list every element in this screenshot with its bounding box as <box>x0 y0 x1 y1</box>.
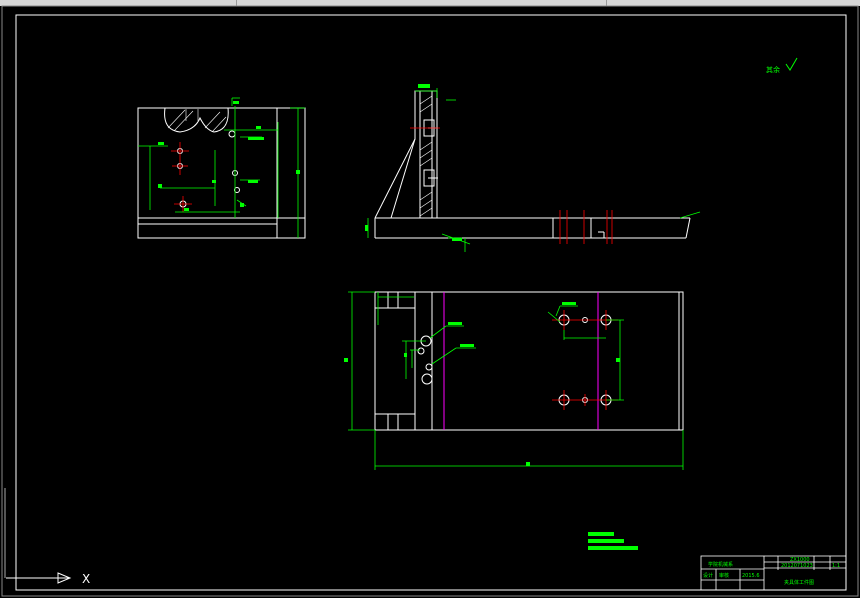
front-view-centerlines <box>410 127 613 244</box>
top-view-dim-text <box>344 302 620 466</box>
svg-text:学院机械系: 学院机械系 <box>708 561 733 568</box>
title-block[interactable] <box>700 555 847 591</box>
toolbar-segment[interactable] <box>0 0 237 6</box>
svg-text:2012071023: 2012071023 <box>781 563 813 569</box>
svg-text:2015.6: 2015.6 <box>742 573 760 579</box>
front-view-dim-text <box>365 84 462 241</box>
svg-text:设计: 设计 <box>703 572 713 579</box>
front-view-dimensions <box>367 88 701 252</box>
front-view-hatch <box>419 95 433 217</box>
ucs-arrow-icon <box>4 488 72 584</box>
svg-text:夹具体工件图: 夹具体工件图 <box>784 579 814 586</box>
svg-text:其余: 其余 <box>766 65 780 74</box>
side-view[interactable] <box>137 107 306 239</box>
roughness-check-icon <box>785 57 798 71</box>
top-view-construction <box>443 292 599 430</box>
top-view[interactable] <box>374 291 684 431</box>
svg-text:ZX1000: ZX1000 <box>790 557 810 563</box>
svg-text:审核: 审核 <box>719 572 729 579</box>
top-view-dimensions <box>348 291 684 470</box>
roughness-note: 其余 <box>766 57 798 74</box>
x-axis-label: X <box>82 572 90 586</box>
side-view-dim-text <box>158 101 300 211</box>
title-block-text: 学院机械系 ZX1000 2012071023 设计 审核 2015.6 1:1… <box>703 557 840 586</box>
hatch-pattern <box>167 109 227 133</box>
window-top-bar <box>0 0 860 6</box>
toolbar-segment[interactable] <box>236 0 607 6</box>
side-view-dimensions <box>138 97 305 238</box>
technical-requirements <box>588 532 638 550</box>
drawing-frame <box>1 5 859 597</box>
svg-text:1:1: 1:1 <box>832 563 840 569</box>
front-view[interactable] <box>374 90 691 239</box>
side-view-centerlines <box>171 142 192 212</box>
